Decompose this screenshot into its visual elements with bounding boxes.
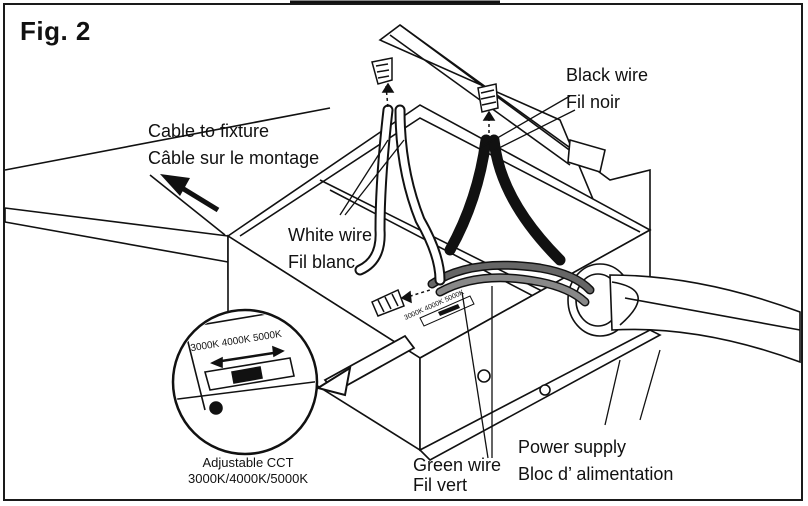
power-supply-en: Power supply [518, 437, 627, 457]
green-wire-en: Green wire [413, 455, 502, 475]
power-supply-fr: Bloc d’ alimentation [518, 464, 674, 484]
green-wire [427, 260, 595, 307]
cable-to-fixture-en: Cable to fixture [148, 121, 270, 141]
black-wire-label: Black wire Fil noir [566, 62, 648, 116]
power-supply-label: Power supply Bloc d’ alimentation [518, 434, 673, 488]
adjustable-cct-label: Adjustable CCT 3000K/4000K/5000K [168, 455, 328, 487]
wire-nut-green [371, 288, 431, 317]
adjustable-cct-line1: Adjustable CCT [202, 455, 294, 470]
wire-nut-white [371, 57, 395, 109]
cable-to-fixture-label: Cable to fixture Câble sur le montage [148, 118, 319, 172]
leader-lines [339, 95, 661, 459]
adjustable-cct-line2: 3000K/4000K/5000K [188, 471, 308, 486]
cct-switch-on-box [419, 295, 475, 327]
cable-to-fixture-fr: Câble sur le montage [148, 148, 320, 168]
black-wire-fr: Fil noir [566, 92, 621, 112]
fixture-channel [4, 107, 331, 280]
green-wire-label: Green wire Fil vert [413, 455, 501, 495]
black-wire [444, 134, 566, 266]
black-wire-en: Black wire [566, 65, 649, 85]
white-wire-en: White wire [288, 225, 373, 245]
white-wire-label: White wire Fil blanc [288, 222, 372, 276]
green-wire-fr: Fil vert [413, 475, 467, 495]
wire-nut-black [477, 83, 499, 138]
cable-direction-arrow [160, 174, 220, 213]
figure-title: Fig. 2 [20, 16, 91, 46]
white-wire-fr: Fil blanc [288, 252, 356, 272]
cct-zoom-callout [171, 308, 416, 456]
